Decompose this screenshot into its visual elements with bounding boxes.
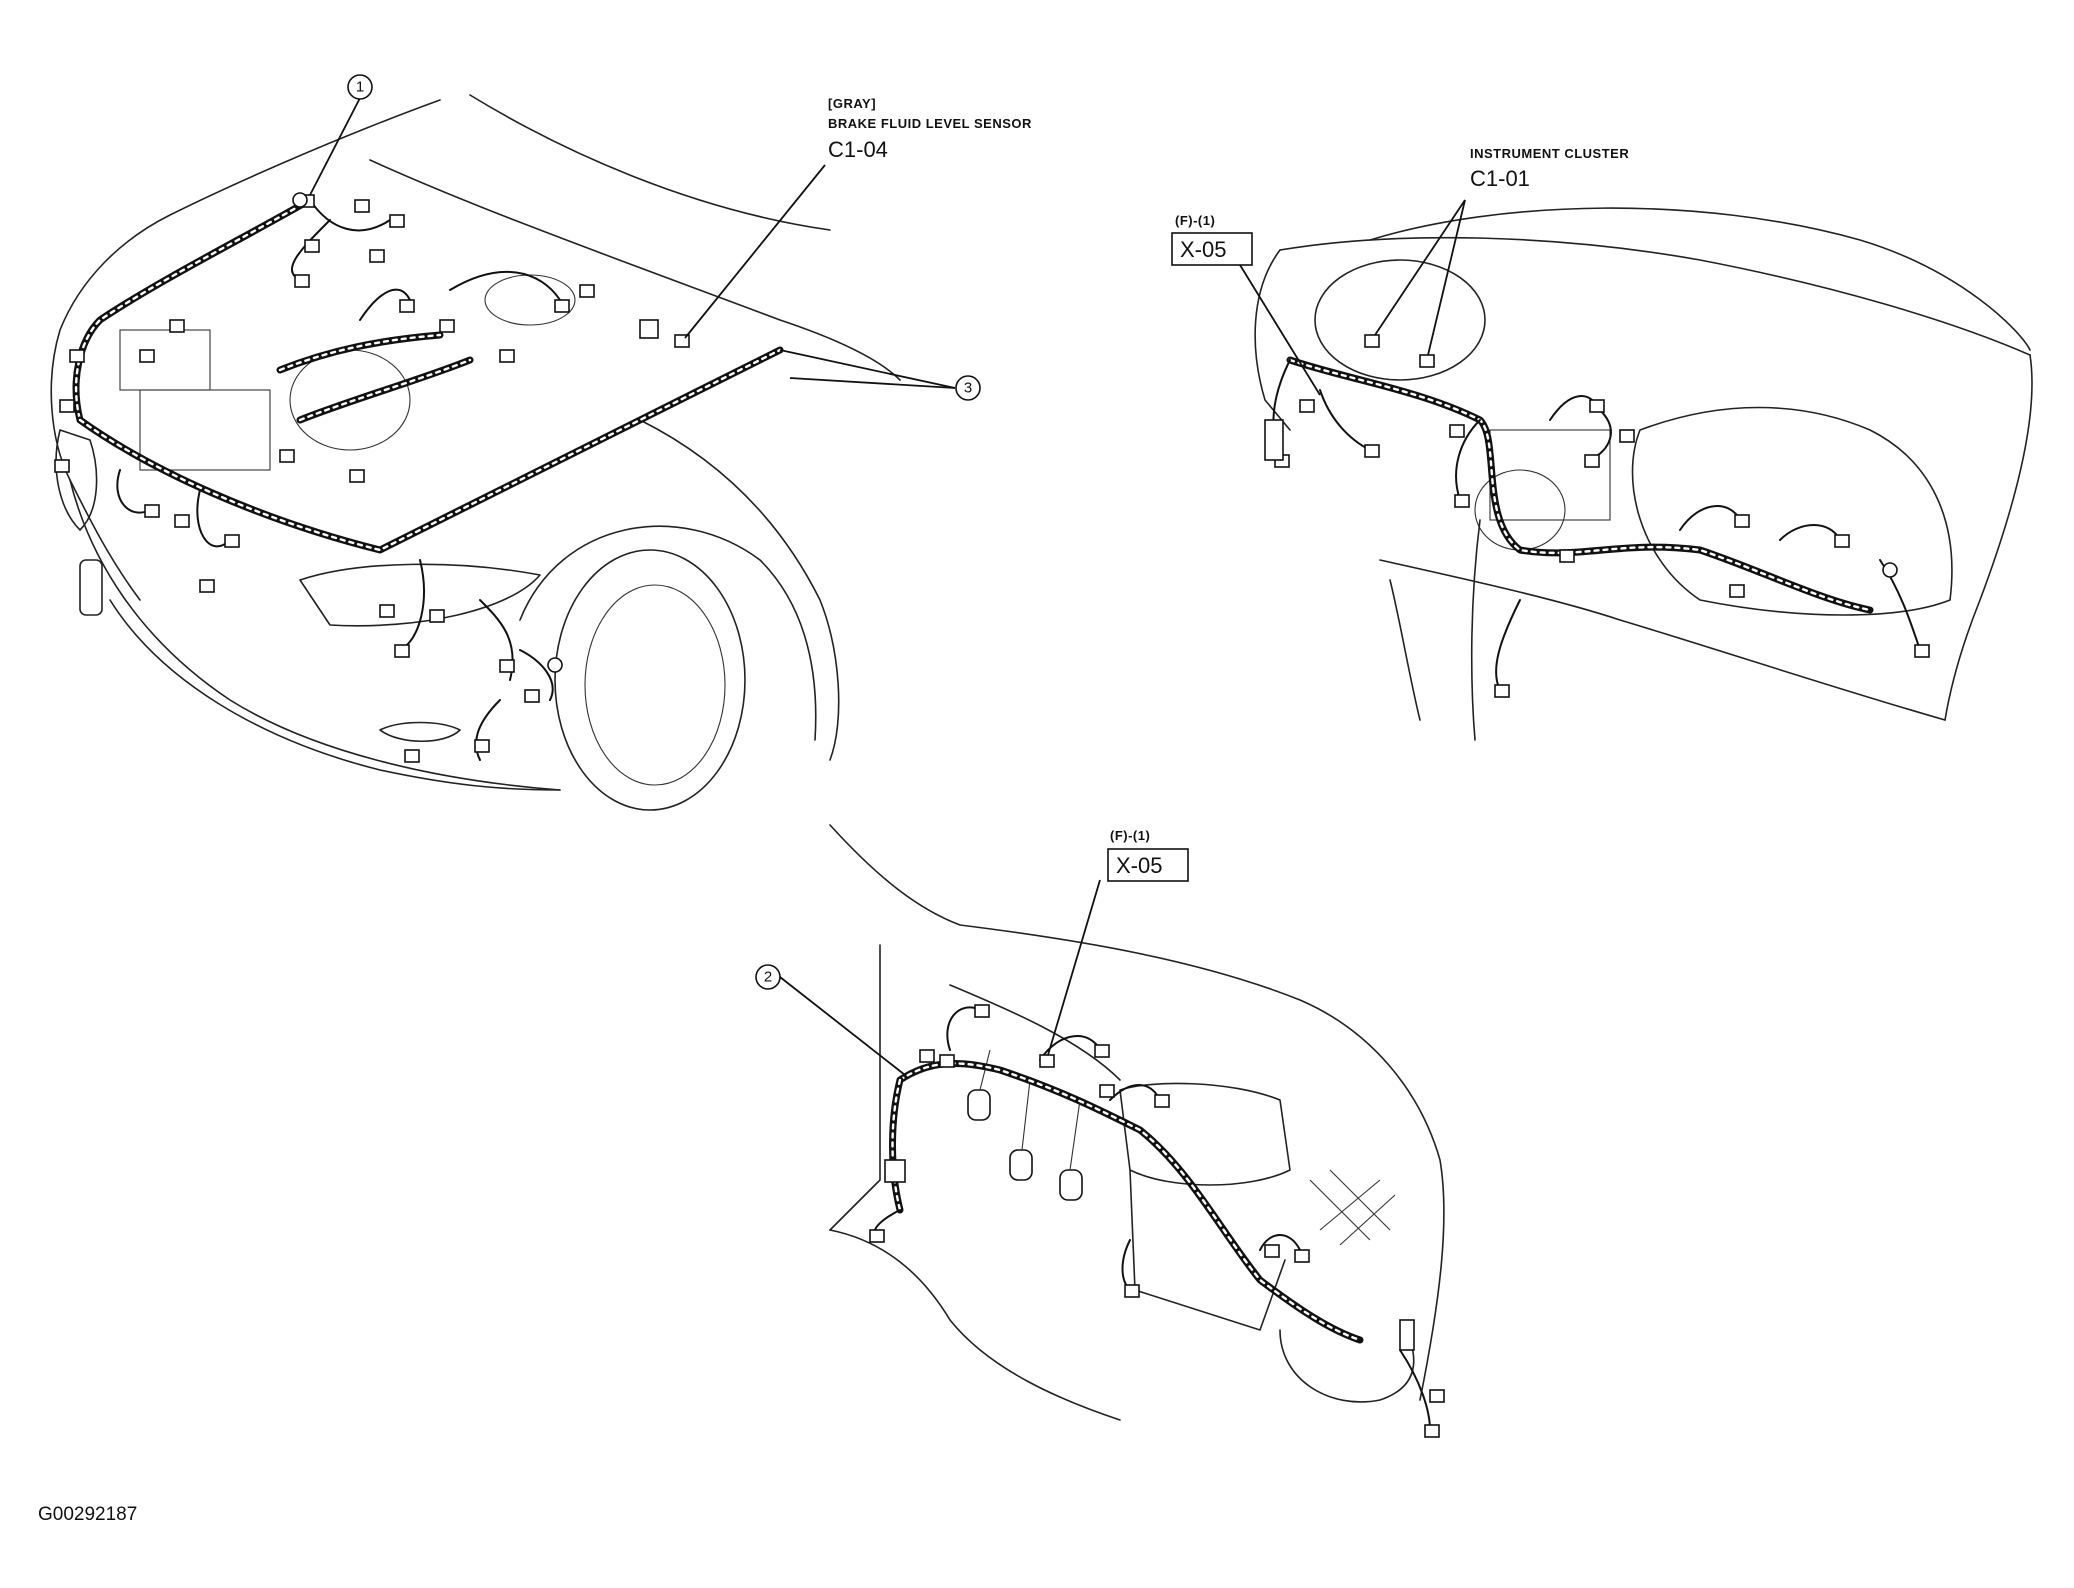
windshield-line	[469, 94, 831, 231]
floor-line	[829, 1229, 1121, 1421]
c1-01-leader-a	[1374, 199, 1466, 336]
footwell-connectors	[869, 1004, 1445, 1438]
footwell-vertical-harness-inner	[891, 1078, 902, 1212]
callout-1-circle	[347, 74, 373, 100]
footwell-branch-wires	[872, 1006, 1431, 1431]
callout-2-number: 2	[764, 969, 772, 986]
callout-3-circle	[955, 375, 981, 401]
firewall	[949, 984, 1121, 1081]
footwell-x05-connector	[1039, 1054, 1055, 1068]
footwell-x05-ref: (F)-(1)	[1110, 828, 1150, 843]
lower-duct	[1279, 1329, 1415, 1403]
fog-lamp	[379, 721, 461, 743]
dash-x05-code: X-05	[1180, 237, 1226, 262]
footwell-view: 2 (F)-(1) X-05	[755, 824, 1445, 1438]
callout-3-number: 3	[964, 380, 972, 397]
fender-line	[639, 419, 840, 761]
air-intake	[79, 559, 103, 616]
dash-left-edge	[1254, 249, 1291, 431]
brake-fluid-connector-color: [GRAY]	[828, 96, 876, 111]
engine-connectors	[54, 192, 690, 763]
bumper-lower	[109, 599, 561, 791]
blower-lower	[1129, 1169, 1286, 1331]
engine-harness	[276, 331, 474, 424]
dash-lower-edge	[1379, 559, 1946, 721]
battery	[139, 389, 271, 471]
fuse-grid	[1309, 1169, 1396, 1246]
instrument-cluster-connector-b	[1419, 354, 1435, 368]
cowl-outline	[829, 824, 1445, 1401]
footwell-x05-code: X-05	[1116, 853, 1162, 878]
hood-outline	[50, 99, 441, 601]
instrument-cluster-name: INSTRUMENT CLUSTER	[1470, 146, 1629, 161]
callout-1-number: 1	[356, 79, 364, 96]
center-console	[1489, 429, 1611, 521]
front-wheel-rim	[584, 584, 726, 786]
pedals	[967, 1049, 1083, 1201]
dash-main-harness-inner	[1288, 358, 1872, 612]
footwell-main-harness-inner	[898, 1062, 1362, 1342]
headlamp-right	[55, 429, 98, 531]
steering-column	[1474, 469, 1566, 551]
c1-04-leader	[684, 164, 826, 339]
dash-x05-ref: (F)-(1)	[1175, 213, 1215, 228]
footwell-x05-leader	[1047, 879, 1101, 1056]
figure-id: G00292187	[38, 1504, 137, 1525]
dash-connectors	[1264, 334, 1930, 698]
headlamp-left	[299, 563, 541, 627]
engine-harness-inner	[278, 333, 472, 422]
wheel-arch	[519, 525, 817, 741]
footwell-x05-box	[1107, 848, 1189, 882]
instrument-cluster-connector-a	[1364, 334, 1380, 348]
dash-right-edge	[1944, 354, 2033, 721]
dash-main-harness	[1286, 356, 1874, 614]
callout-2-circle	[755, 964, 781, 990]
callout-3-leader-b	[789, 377, 956, 389]
main-harness-1	[72, 196, 314, 424]
blower-housing	[1119, 1082, 1291, 1186]
dash-top-outline	[1279, 236, 2031, 356]
dash-branch-wires	[1272, 359, 1921, 691]
brake-fluid-connector-name: BRAKE FLUID LEVEL SENSOR	[828, 116, 1032, 131]
cluster-hood	[1314, 259, 1486, 381]
front-bumper	[69, 479, 561, 791]
instrument-cluster-code: C1-01	[1470, 166, 1530, 191]
dash-windshield-line	[1369, 207, 2031, 351]
dash-x05-box	[1171, 232, 1253, 266]
callout-2-leader	[779, 976, 906, 1076]
main-harness-2-inner	[78, 348, 782, 552]
engine-compartment-view: 1 3 [GRAY] BRAKE FLUID LEVEL SENSOR C1-0…	[50, 74, 1032, 811]
dash-center-stack	[1470, 519, 1481, 741]
main-harness-1-inner	[74, 198, 312, 422]
fuse-block	[119, 329, 211, 391]
brake-fluid-connector-code: C1-04	[828, 137, 888, 162]
a-pillar	[829, 944, 881, 1231]
dash-left-pillar	[1389, 579, 1421, 721]
dashboard-view: INSTRUMENT CLUSTER C1-01 (F)-(1) X-05	[1171, 146, 2033, 741]
callout-3-leader-a	[779, 349, 956, 389]
front-wheel	[554, 549, 746, 811]
dash-x05-leader	[1239, 264, 1321, 396]
hood-rear-edge	[369, 159, 901, 381]
glovebox-outline	[1631, 406, 1953, 616]
branch-wires	[116, 199, 561, 761]
c1-01-leader-b	[1427, 199, 1466, 356]
callout-1-leader	[309, 97, 361, 196]
